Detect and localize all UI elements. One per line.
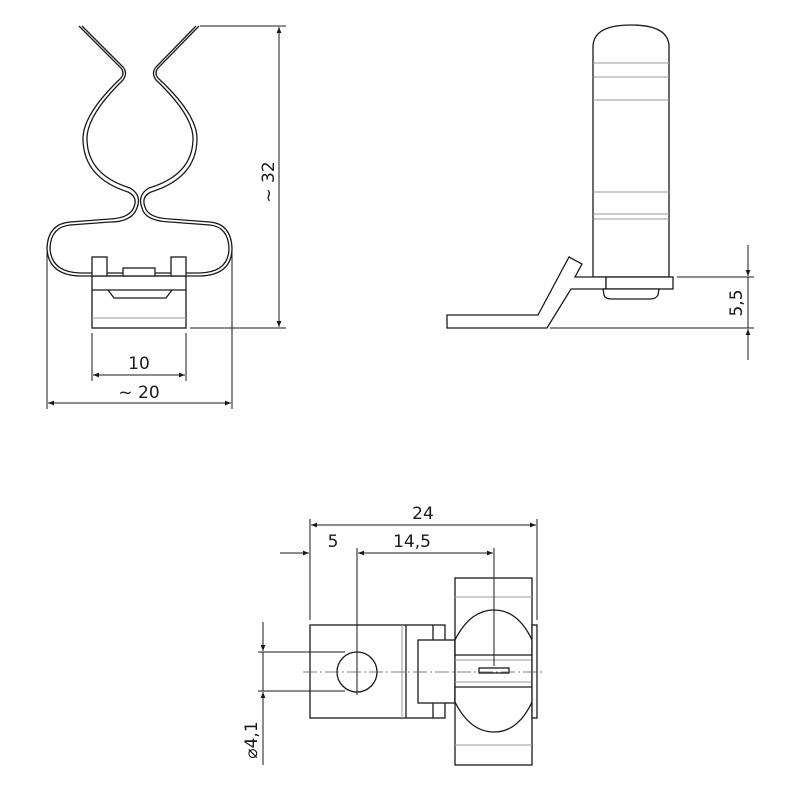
height-label: ~ 32 <box>259 161 279 202</box>
axle <box>478 667 510 674</box>
overall-width-label: ~ 20 <box>118 383 159 403</box>
height-label: 5,5 <box>727 289 747 316</box>
dimension-hole-offset-5: 5 <box>280 532 358 695</box>
wheel-dome-bottom <box>454 686 533 733</box>
left-tab <box>91 256 108 277</box>
spring-clip-wire <box>46 25 233 277</box>
boss <box>602 288 660 300</box>
side-plate <box>531 624 538 719</box>
right-tab <box>170 256 187 277</box>
dimension-height-5-5: 5,5 <box>550 245 754 360</box>
base-width-label: 10 <box>128 354 150 374</box>
top-view: 24 5 14,5 ⌀4,1 <box>242 504 545 766</box>
bent-plate <box>446 256 607 329</box>
front-view: ~ 32 10 ~ 20 <box>46 25 286 409</box>
flange <box>605 276 674 290</box>
slot <box>107 289 173 299</box>
center-slot <box>417 639 456 704</box>
hole-offset-label: 5 <box>328 532 339 552</box>
dimension-width-10: 10 <box>91 333 187 381</box>
dimension-center-distance-14-5: 14,5 <box>358 532 495 666</box>
center-distance-label: 14,5 <box>393 532 431 552</box>
hole-diameter-label: ⌀4,1 <box>242 721 262 758</box>
dimension-width-20: ~ 20 <box>46 252 233 409</box>
side-view: 5,5 <box>446 24 754 360</box>
base-block <box>91 275 187 329</box>
dimension-hole-diameter: ⌀4,1 <box>242 622 345 765</box>
length-label: 24 <box>412 504 434 524</box>
dimension-length-24: 24 <box>309 504 538 620</box>
center-tab <box>122 267 156 277</box>
dimension-height-32: ~ 32 <box>190 25 286 329</box>
